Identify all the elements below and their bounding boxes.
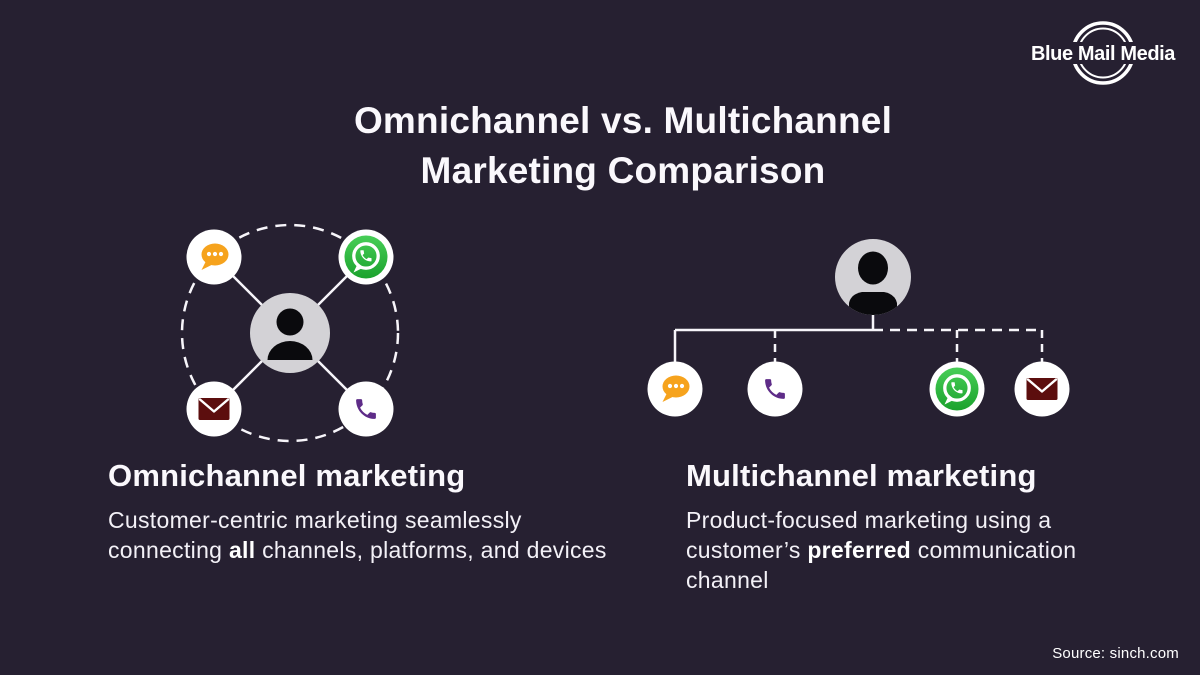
chat-icon: [186, 229, 242, 285]
phone-icon: [747, 361, 803, 417]
whatsapp-icon: [338, 229, 394, 285]
dashed-network-circle: [180, 223, 400, 443]
email-icon: [1014, 361, 1070, 417]
brand-name: Blue Mail Media: [1031, 43, 1176, 65]
page-title-line2: Marketing Comparison: [420, 150, 826, 191]
multichannel-description-before: Product-focused marketing using a custom…: [686, 507, 1052, 563]
logo-text-band: [1013, 42, 1193, 64]
multichannel-description: Product-focused marketing using a custom…: [686, 505, 1156, 595]
customer-icon: [250, 293, 330, 373]
page-title: Omnichannel vs. Multichannel Marketing C…: [46, 96, 1200, 196]
chat-icon: [647, 361, 703, 417]
omnichannel-section: Omnichannel marketing Customer-centric m…: [108, 458, 608, 565]
multichannel-diagram: [647, 239, 1070, 417]
omnichannel-description-after: channels, platforms, and devices: [255, 537, 607, 563]
page-title-line1: Omnichannel vs. Multichannel: [353, 100, 893, 141]
source-credit: Source: sinch.com: [1052, 645, 1179, 662]
whatsapp-icon: [929, 361, 985, 417]
email-icon: [186, 381, 242, 437]
omnichannel-diagram: [180, 223, 400, 443]
customer-icon: [835, 239, 911, 315]
omnichannel-heading: Omnichannel marketing: [108, 458, 466, 493]
multichannel-heading: Multichannel marketing: [686, 458, 1037, 493]
brand-logo: Blue Mail Media: [1013, 14, 1193, 92]
omnichannel-description-bold: all: [228, 537, 256, 563]
multichannel-description-bold: preferred: [807, 537, 912, 563]
multichannel-section: Multichannel marketing Product-focused m…: [686, 458, 1156, 595]
omnichannel-description: Customer-centric marketing seamlessly co…: [108, 505, 608, 565]
omnichannel-description-before: Customer-centric marketing seamlessly co…: [108, 507, 522, 563]
multichannel-description-after: communication channel: [686, 537, 1077, 593]
phone-icon: [338, 381, 394, 437]
tree-connector-lines: [673, 315, 1044, 363]
